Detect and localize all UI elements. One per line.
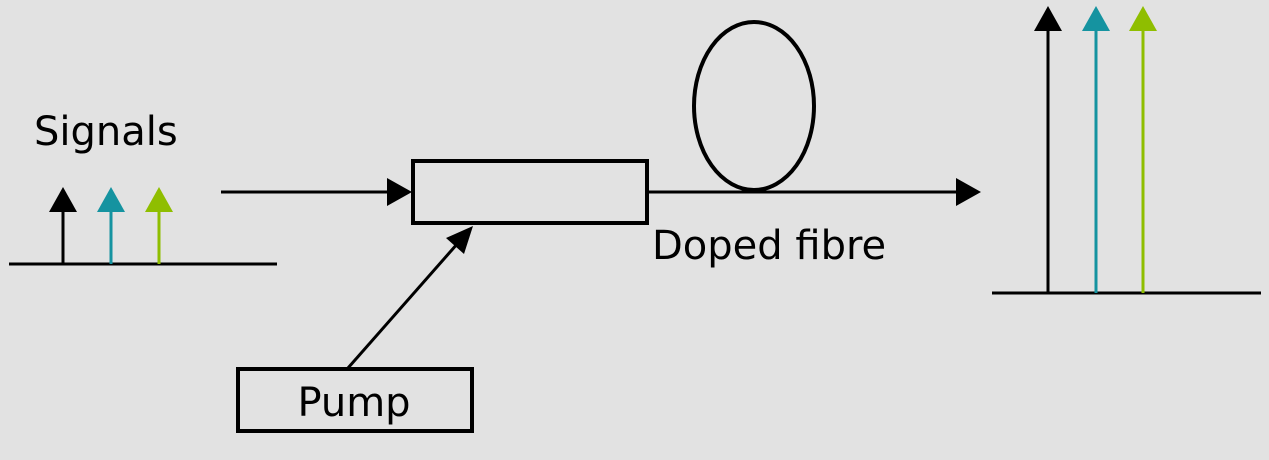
output-signal-teal-arrow [1082,6,1110,293]
pump-label: Pump [297,380,410,426]
fibre-output-arrowhead [956,178,981,206]
coupler-box [411,159,649,225]
pump-box: Pump [236,367,474,433]
input-signal-green-arrow [145,187,173,264]
output-signal-green-arrow [1129,6,1157,293]
input-signal-teal-arrow [97,187,125,264]
input-spectrum: Signals [9,109,277,266]
pump-arrow [346,226,473,369]
doped-fibre: Doped fibre [647,20,981,269]
signals-label: Signals [34,109,178,155]
input-signal-black-arrow [49,187,77,264]
fibre-coil [692,20,816,192]
input-arrow [221,178,412,206]
doped-fibre-label: Doped fibre [652,223,886,269]
output-signal-black-arrow [1034,6,1062,293]
output-spectrum [992,6,1261,295]
